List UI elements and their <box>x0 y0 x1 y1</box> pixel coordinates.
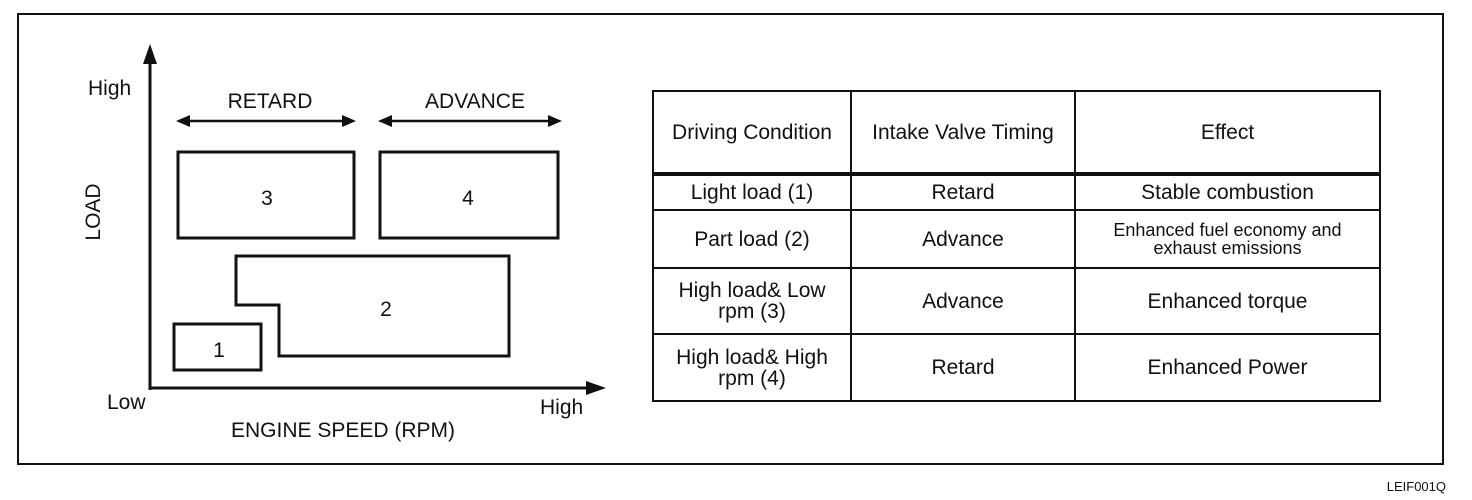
x-axis-low-label: Low <box>107 391 146 414</box>
cell-condition: High load& High rpm (4) <box>652 333 852 402</box>
cell-condition: High load& Low rpm (3) <box>652 266 852 336</box>
region-1-label: 1 <box>213 339 225 362</box>
region-4-box <box>378 150 560 240</box>
region-2-label: 2 <box>380 298 392 321</box>
region-1-box <box>172 322 263 372</box>
x-axis-title: ENGINE SPEED (RPM) <box>231 419 456 442</box>
advance-arrowhead-right <box>548 115 562 127</box>
advance-label: ADVANCE <box>425 90 525 113</box>
cell-effect: Enhanced Power <box>1074 333 1381 402</box>
region-4-label: 4 <box>462 187 474 210</box>
y-axis-high-label: High <box>88 77 132 100</box>
table-row: High load& Low rpm (3) Advance Enhanced … <box>652 266 1381 336</box>
cell-timing: Retard <box>850 172 1076 212</box>
x-axis-high-label: High <box>540 396 584 419</box>
table-row: Part load (2) Advance Enhanced fuel econ… <box>652 209 1381 269</box>
table-header-row: Driving Condition Intake Valve Timing Ef… <box>652 90 1381 176</box>
cell-effect: Enhanced fuel economy and exhaust emissi… <box>1074 209 1381 269</box>
region-2-box <box>234 254 511 358</box>
cell-timing: Advance <box>850 209 1076 269</box>
retard-arrowhead-left <box>176 115 190 127</box>
table-row: High load& High rpm (4) Retard Enhanced … <box>652 333 1381 402</box>
x-axis-arrowhead <box>586 381 606 395</box>
region-3-label: 3 <box>261 187 273 210</box>
y-axis-arrowhead <box>143 44 157 64</box>
cell-timing: Advance <box>850 266 1076 336</box>
cell-timing: Retard <box>850 333 1076 402</box>
retard-arrowhead-right <box>342 115 356 127</box>
region-3-box <box>176 150 356 240</box>
cell-effect: Enhanced torque <box>1074 266 1381 336</box>
header-intake-valve-timing: Intake Valve Timing <box>850 90 1076 176</box>
figure-frame <box>17 13 1444 465</box>
table-row: Light load (1) Retard Stable combustion <box>652 172 1381 212</box>
cell-condition: Light load (1) <box>652 172 852 212</box>
figure-code: LEIF001Q <box>1386 479 1446 494</box>
retard-label: RETARD <box>228 90 313 113</box>
cell-effect: Stable combustion <box>1074 172 1381 212</box>
header-effect: Effect <box>1074 90 1381 176</box>
advance-arrowhead-left <box>378 115 392 127</box>
driving-condition-table: Driving Condition Intake Valve Timing Ef… <box>652 90 1381 402</box>
y-axis-title: LOAD <box>82 183 105 241</box>
cell-condition: Part load (2) <box>652 209 852 269</box>
header-driving-condition: Driving Condition <box>652 90 852 176</box>
